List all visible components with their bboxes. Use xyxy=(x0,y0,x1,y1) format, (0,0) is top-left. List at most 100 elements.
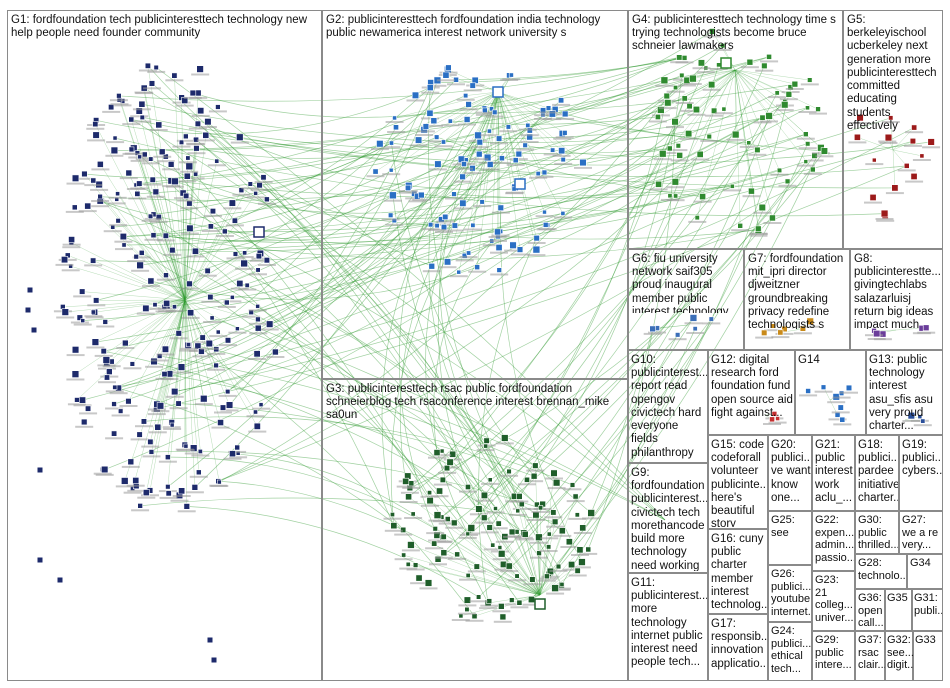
node xyxy=(911,124,918,131)
node-label-mark xyxy=(726,138,745,141)
node-label-mark xyxy=(136,312,155,315)
node-label-mark xyxy=(480,134,499,137)
node-label-mark xyxy=(211,426,230,429)
node-label-mark xyxy=(867,338,886,340)
node xyxy=(694,215,700,221)
node xyxy=(533,235,540,242)
group-label-g6: G6: fiu university network saif305 proud… xyxy=(632,253,729,313)
node-label-mark xyxy=(778,184,797,187)
node xyxy=(71,370,80,378)
nodes-layer xyxy=(25,28,941,663)
group-label-g22: G22: expen... admin... passio... xyxy=(815,514,854,564)
node-label-mark xyxy=(456,98,475,101)
node-label-mark xyxy=(660,152,679,154)
node-label-mark xyxy=(399,501,418,503)
node xyxy=(402,477,410,485)
node-label-mark xyxy=(94,354,113,357)
node-label-mark xyxy=(144,217,163,220)
node xyxy=(546,544,552,550)
node-label-mark xyxy=(714,112,733,115)
node-label-mark xyxy=(192,355,211,358)
node-label-mark xyxy=(505,192,524,195)
node-label-mark xyxy=(687,113,706,116)
node xyxy=(805,388,811,394)
node xyxy=(111,401,117,407)
node xyxy=(81,170,88,178)
node-label-mark xyxy=(905,131,924,134)
group-panel-g14 xyxy=(795,350,866,435)
node-label-mark xyxy=(135,92,154,95)
node xyxy=(247,181,253,187)
node-label-mark xyxy=(763,222,782,224)
node xyxy=(551,584,559,592)
node-label-mark xyxy=(553,137,572,140)
group-label-g35: G34 xyxy=(910,557,931,569)
node xyxy=(587,509,596,517)
node-label-mark xyxy=(512,507,531,510)
group-label-g21: G21: public interest work aclu_... xyxy=(815,439,853,504)
group-label-g20: G20: publici... ve want know one... xyxy=(771,439,811,504)
node-label-mark xyxy=(878,140,897,143)
node xyxy=(770,323,776,329)
node-label-mark xyxy=(833,423,852,426)
node xyxy=(202,131,210,139)
node-label-mark xyxy=(508,579,527,582)
node xyxy=(766,53,772,60)
node-label-mark xyxy=(165,79,184,82)
node-label-mark xyxy=(422,270,441,273)
node xyxy=(178,487,186,495)
node xyxy=(225,401,234,409)
group-panel-g12 xyxy=(708,350,795,435)
node-label-mark xyxy=(670,159,689,162)
node xyxy=(548,110,556,118)
node-label-mark xyxy=(764,329,783,332)
node-label-mark xyxy=(366,175,385,178)
node xyxy=(100,348,107,355)
node xyxy=(137,503,143,509)
node-label-mark xyxy=(143,183,162,186)
node-label-mark xyxy=(573,532,592,534)
group-panel-g1 xyxy=(7,10,322,681)
node xyxy=(803,159,809,164)
node xyxy=(498,603,505,610)
group-panel-g21 xyxy=(812,435,855,511)
node-label-mark xyxy=(87,304,106,307)
node-label-mark xyxy=(543,153,562,156)
node-label-mark xyxy=(210,485,229,487)
node-label-mark xyxy=(492,558,511,561)
node-label-mark xyxy=(775,332,794,335)
node-label-mark xyxy=(680,109,699,112)
node-label-mark xyxy=(218,394,237,397)
node xyxy=(175,400,182,407)
node xyxy=(432,526,438,532)
group-label-g19: G19: publici... cybers... xyxy=(902,439,942,478)
node-label-mark xyxy=(410,582,429,585)
node xyxy=(135,107,143,115)
node-label-mark xyxy=(793,332,812,335)
node-label-mark xyxy=(809,112,827,115)
node xyxy=(163,272,169,279)
group-panel-g13 xyxy=(866,350,943,435)
node-label-mark xyxy=(79,412,98,415)
node-label-mark xyxy=(56,316,75,319)
node xyxy=(197,107,205,115)
node xyxy=(654,114,661,120)
node xyxy=(79,396,87,404)
node-label-mark xyxy=(84,315,103,318)
node xyxy=(434,555,442,563)
node-label-mark xyxy=(510,606,529,609)
node xyxy=(781,101,789,109)
node xyxy=(541,169,548,176)
node-label-mark xyxy=(127,489,146,492)
node-label-mark xyxy=(490,273,509,276)
node-label-mark xyxy=(469,513,488,516)
node-label-mark xyxy=(235,267,254,270)
node-label-mark xyxy=(201,300,220,303)
node-label-mark xyxy=(416,130,435,133)
node-label-mark xyxy=(382,146,401,149)
node-label-mark xyxy=(201,230,220,232)
node xyxy=(710,107,718,114)
node-label-mark xyxy=(121,465,140,468)
node-label-mark xyxy=(137,496,156,499)
node-label-mark xyxy=(480,531,499,534)
